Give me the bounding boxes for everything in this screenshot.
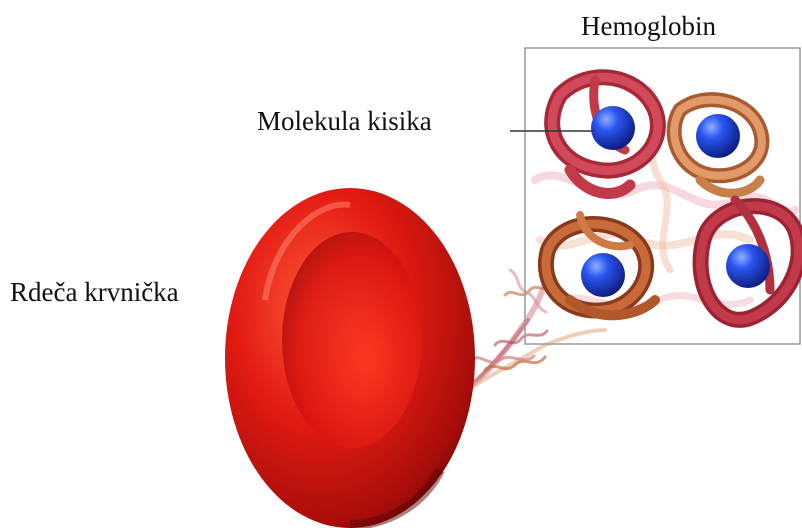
hemoglobin-label: Hemoglobin <box>581 13 716 40</box>
red-blood-cell-illustration <box>225 188 475 528</box>
oxygen-sphere <box>726 244 770 288</box>
oxygen-molecule-label: Molekula kisika <box>257 108 432 135</box>
oxygen-sphere <box>696 114 740 158</box>
oxygen-sphere <box>581 253 625 297</box>
oxygen-sphere <box>591 106 635 150</box>
red-blood-cell-label: Rdeča krvnička <box>10 279 179 306</box>
